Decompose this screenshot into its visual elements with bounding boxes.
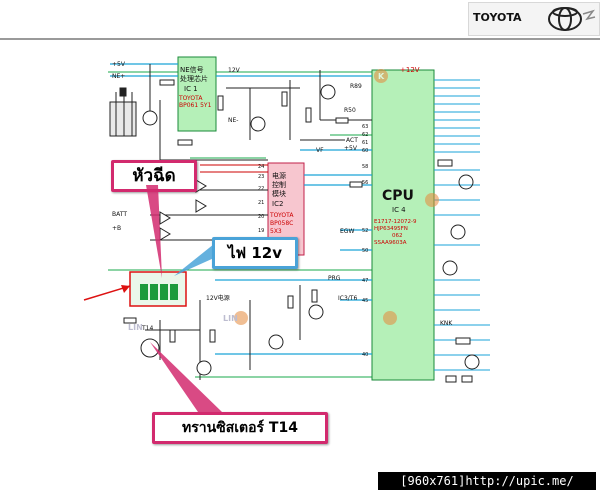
right-components <box>437 159 480 383</box>
ic1-block: NE信号 处理芯片 IC 1 TOYOTA BP061 5Y1 <box>177 56 217 132</box>
ic1-title: NE信号 <box>180 65 204 74</box>
svg-text:24: 24 <box>258 164 264 170</box>
svg-text:K: K <box>378 72 385 81</box>
svg-text:52: 52 <box>362 228 368 234</box>
svg-text:22: 22 <box>258 186 264 192</box>
callout-12v-pointer <box>174 244 214 276</box>
callout-transistor-t14: ทรานซิสเตอร์ T14 <box>152 412 328 444</box>
header-bar: TOYOTA <box>0 0 600 40</box>
svg-text:21: 21 <box>258 200 264 206</box>
svg-text:60: 60 <box>362 148 368 154</box>
svg-text:47: 47 <box>362 278 368 284</box>
svg-text:TOYOTA: TOYOTA <box>269 212 294 219</box>
svg-text:R89: R89 <box>350 83 362 90</box>
svg-text:HJP63495FN: HJP63495FN <box>374 226 408 232</box>
callout-injector-pointer <box>146 185 162 278</box>
svg-text:BP058C: BP058C <box>270 220 293 227</box>
net-labels: +5V NE+ BATT +B 12V NE- VF ACT +5V EGW P… <box>112 61 453 332</box>
cpu-title: CPU <box>382 188 414 204</box>
svg-text:KNK: KNK <box>440 320 453 327</box>
svg-text:IC 4: IC 4 <box>392 206 406 214</box>
svg-text:IC2: IC2 <box>272 200 283 208</box>
ic2-pin-numbers: 24 23 22 21 20 19 18 <box>258 164 264 248</box>
svg-text:50: 50 <box>362 248 368 254</box>
svg-text:PRG: PRG <box>328 275 341 282</box>
svg-text:45: 45 <box>362 298 368 304</box>
svg-text:40: 40 <box>362 352 368 358</box>
cpu-block: CPU IC 4 E1717-12072-9 HJP63495FN 062 SS… <box>371 69 435 381</box>
svg-text:NE+: NE+ <box>112 73 125 80</box>
svg-text:电源: 电源 <box>272 171 286 180</box>
svg-text:TOYOTA: TOYOTA <box>178 95 203 102</box>
toyota-emblem-icon <box>548 7 596 31</box>
svg-text:062: 062 <box>392 233 403 239</box>
brand-text: TOYOTA <box>473 11 522 24</box>
injector-connector <box>83 271 187 307</box>
svg-text:23: 23 <box>258 174 264 180</box>
svg-text:61: 61 <box>362 140 368 146</box>
cpu-left-pin-numbers: 63 62 61 60 58 56 52 50 47 45 40 <box>362 124 368 358</box>
svg-text:63: 63 <box>362 124 368 130</box>
svg-text:SSAA9603A: SSAA9603A <box>374 240 407 246</box>
svg-text:+B: +B <box>112 225 121 232</box>
svg-text:+12V: +12V <box>400 66 420 74</box>
discrete-components <box>123 79 363 376</box>
callout-t14-pointer <box>150 342 222 412</box>
svg-text:IC3/T6: IC3/T6 <box>338 295 357 302</box>
image-host-caption: [960x761]http://upic.me/ <box>378 472 596 490</box>
t14-transistor-symbol <box>140 338 160 358</box>
svg-text:EGW: EGW <box>340 228 354 235</box>
svg-text:控制: 控制 <box>272 180 286 189</box>
cpu-right-pins <box>434 79 490 371</box>
left-connector <box>109 87 137 137</box>
svg-text:56: 56 <box>362 180 368 186</box>
svg-text:58: 58 <box>362 164 368 170</box>
ground-rails <box>108 71 375 378</box>
watermarks: K LIN LIN <box>128 69 439 332</box>
svg-text:62: 62 <box>362 132 368 138</box>
svg-text:LIN: LIN <box>128 323 143 332</box>
svg-text:12V: 12V <box>228 67 241 74</box>
svg-text:5X3: 5X3 <box>270 228 282 235</box>
svg-text:+5V: +5V <box>112 61 126 68</box>
svg-text:20: 20 <box>258 214 264 220</box>
callout-12v: ไฟ 12v <box>212 237 298 269</box>
svg-text:IC 1: IC 1 <box>184 85 198 93</box>
circuit-schematic: NE信号 处理芯片 IC 1 TOYOTA BP061 5Y1 电源 控制 模块… <box>83 56 490 383</box>
svg-text:T14: T14 <box>141 325 153 332</box>
svg-text:LIN: LIN <box>223 314 238 323</box>
svg-text:19: 19 <box>258 228 264 234</box>
svg-text:+5V: +5V <box>344 145 358 152</box>
svg-text:BP061 5Y1: BP061 5Y1 <box>179 102 212 109</box>
svg-text:E1717-12072-9: E1717-12072-9 <box>374 219 417 225</box>
svg-text:处理芯片: 处理芯片 <box>180 74 208 83</box>
svg-text:BATT: BATT <box>112 211 127 218</box>
svg-text:VF: VF <box>316 147 324 154</box>
svg-text:ACT: ACT <box>346 137 358 144</box>
svg-text:12V电源: 12V电源 <box>206 294 230 302</box>
svg-text:模块: 模块 <box>272 189 286 198</box>
svg-text:R50: R50 <box>344 107 356 114</box>
toyota-logo: TOYOTA <box>468 2 600 36</box>
svg-text:NE-: NE- <box>228 117 238 124</box>
